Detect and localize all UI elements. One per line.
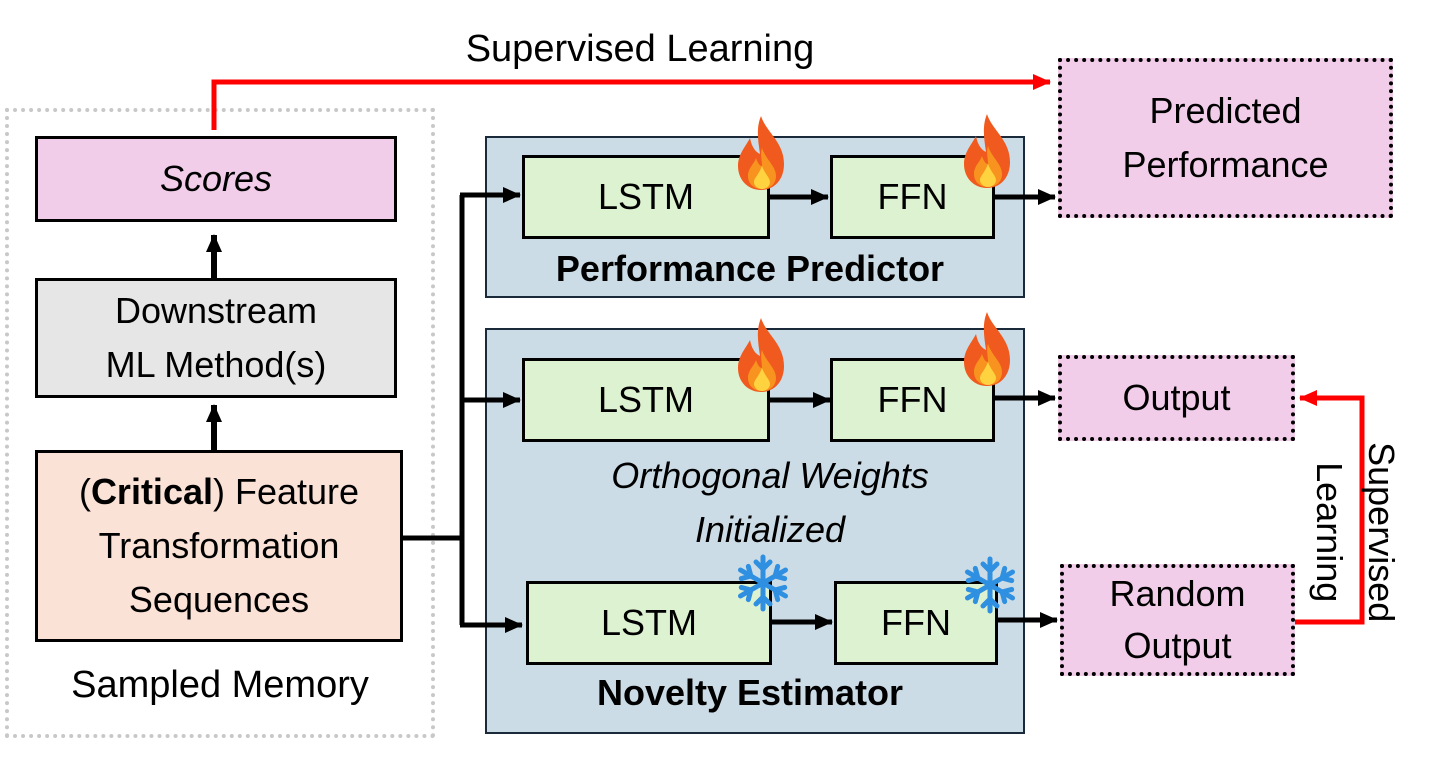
snowflake-icon [737,554,789,612]
sequences-line3: Sequences [128,579,310,620]
predicted-line1: Predicted [1149,90,1302,131]
predicted-line2: Performance [1122,144,1329,185]
supervised-arrow-right [1295,390,1365,625]
supervised-learning-top-label: Supervised Learning [465,28,815,70]
side-label-line2: Learning [1309,462,1350,603]
output-box: Output [1058,355,1295,441]
estimator-lstm-box: LSTM [522,358,770,442]
sequences-line1: (Critical) Feature [78,471,360,512]
scores-box: Scores [35,136,397,222]
orthogonal-line1: Orthogonal Weights [611,455,929,496]
sampled-memory-region [5,108,435,738]
orthogonal-line2: Initialized [694,509,846,550]
snowflake-icon [964,556,1016,614]
critical-bold: Critical [90,471,213,512]
supervised-arrow-top [211,74,1051,130]
scores-label: Scores [159,157,273,199]
random-output-box: Random Output [1060,564,1295,676]
sequences-line2: Transformation [98,525,340,566]
sampled-memory-caption: Sampled Memory [71,664,369,706]
downstream-line1: Downstream [114,290,318,331]
output-label: Output [1122,376,1231,418]
predictor-lstm-box: LSTM [522,155,770,239]
downstream-line2: ML Method(s) [105,344,327,385]
predictor-lstm-label: LSTM [597,175,694,217]
estimator-title: Novelty Estimator [596,672,904,713]
estimator-lstm-label: LSTM [597,378,694,420]
frozen-ffn-label: FFN [881,601,951,643]
sequences-box: (Critical) Feature Transformation Sequen… [35,450,403,642]
flame-icon [738,318,784,392]
side-label-line1: Supervised [1361,442,1403,623]
frozen-lstm-label: LSTM [600,601,697,643]
random-line2: Output [1123,625,1232,666]
predicted-performance-box: Predicted Performance [1058,58,1393,218]
predictor-title: Performance Predictor [555,248,945,289]
estimator-ffn-label: FFN [877,378,948,420]
frozen-lstm-box: LSTM [526,581,772,665]
predictor-ffn-label: FFN [877,175,948,217]
random-line1: Random [1109,572,1246,614]
flame-icon [964,114,1010,188]
downstream-ml-box: Downstream ML Method(s) [35,278,397,398]
flame-icon [738,116,784,190]
supervised-learning-side-label: Supervised Learning [1303,382,1407,682]
flame-icon [964,312,1010,386]
